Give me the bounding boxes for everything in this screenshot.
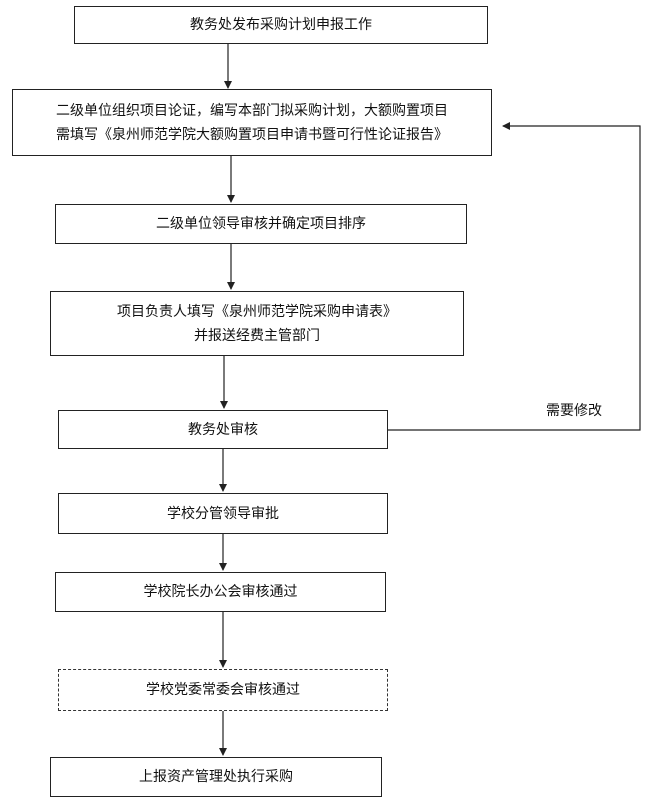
step-president-office-approval-label: 学校院长办公会审核通过 xyxy=(143,584,298,600)
step-unit-project-review-label: 二级单位组织项目论证，编写本部门拟采购计划，大额购置项目 需填写《泉州师范学院大… xyxy=(56,102,448,143)
step-party-committee-approval-label: 学校党委常委会审核通过 xyxy=(146,682,300,698)
step-publish-plan-label: 教务处发布采购计划申报工作 xyxy=(190,17,372,33)
step-fill-application: 项目负责人填写《泉州师范学院采购申请表》 并报送经费主管部门 xyxy=(50,291,464,356)
step-president-office-approval: 学校院长办公会审核通过 xyxy=(55,572,386,612)
step-academic-affairs-review: 教务处审核 xyxy=(58,410,388,449)
step-publish-plan: 教务处发布采购计划申报工作 xyxy=(74,6,488,44)
feedback-label: 需要修改 xyxy=(546,403,602,419)
step-party-committee-approval: 学校党委常委会审核通过 xyxy=(58,669,388,711)
step-unit-leader-review-label: 二级单位领导审核并确定项目排序 xyxy=(156,216,366,232)
step-leader-approval: 学校分管领导审批 xyxy=(58,493,388,534)
step-academic-affairs-review-label: 教务处审核 xyxy=(188,421,258,438)
step-leader-approval-label: 学校分管领导审批 xyxy=(167,505,279,522)
step-unit-project-review: 二级单位组织项目论证，编写本部门拟采购计划，大额购置项目 需填写《泉州师范学院大… xyxy=(12,89,492,156)
step-submit-asset-office: 上报资产管理处执行采购 xyxy=(50,757,382,797)
feedback-loop-line xyxy=(388,122,641,431)
step-submit-asset-office-label: 上报资产管理处执行采购 xyxy=(139,769,293,785)
step-fill-application-label: 项目负责人填写《泉州师范学院采购申请表》 并报送经费主管部门 xyxy=(117,303,397,344)
step-unit-leader-review: 二级单位领导审核并确定项目排序 xyxy=(55,204,467,244)
